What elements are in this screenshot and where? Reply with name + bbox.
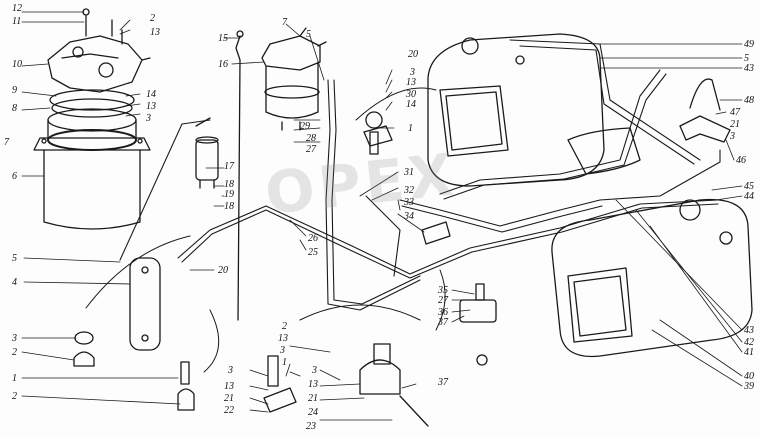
callout-7: 7 [4, 137, 9, 148]
callout-7: 7 [282, 17, 287, 28]
callout-43: 43 [744, 325, 754, 336]
callout-37: 37 [438, 377, 448, 388]
callout-42: 42 [744, 337, 754, 348]
callout-4: 4 [12, 277, 17, 288]
callout-2: 2 [12, 391, 17, 402]
callout-18: 18 [224, 201, 234, 212]
callout-3: 3 [410, 67, 415, 78]
callout-10: 10 [12, 59, 22, 70]
callout-46: 46 [736, 155, 746, 166]
callout-13: 13 [406, 77, 416, 88]
callout-23: 23 [306, 421, 316, 432]
callout-1: 1 [282, 357, 287, 368]
callout-29: 29 [300, 121, 310, 132]
callout-5: 5 [744, 53, 749, 64]
fuel-sediment-unit [261, 27, 327, 131]
callout-2: 2 [282, 321, 287, 332]
callout-3: 3 [228, 365, 233, 376]
callout-13: 13 [278, 333, 288, 344]
callout-32: 32 [404, 185, 414, 196]
callout-13: 13 [224, 381, 234, 392]
callout-31: 31 [404, 167, 414, 178]
callout-22: 22 [224, 405, 234, 416]
leader-lines [21, 11, 743, 421]
callout-26: 26 [308, 233, 318, 244]
callout-14: 14 [406, 99, 416, 110]
callout-1: 1 [12, 373, 17, 384]
callout-1: 1 [408, 123, 413, 134]
fuel-filter-assembly [33, 8, 151, 230]
bracket-clamps [73, 111, 497, 427]
callout-40: 40 [744, 371, 754, 382]
detail-callouts [85, 87, 446, 373]
callout-27: 27 [438, 295, 448, 306]
callout-3: 3 [312, 365, 317, 376]
callout-14: 14 [146, 89, 156, 100]
callout-33: 33 [404, 197, 414, 208]
callout-24: 24 [308, 407, 318, 418]
callout-43: 43 [744, 63, 754, 74]
callout-13: 13 [146, 101, 156, 112]
callout-21: 21 [308, 393, 318, 404]
fuel-fine-filter [195, 117, 219, 189]
callout-21: 21 [224, 393, 234, 404]
callout-5: 5 [12, 253, 17, 264]
callout-12: 12 [12, 3, 22, 14]
callout-2: 2 [12, 347, 17, 358]
clamp-plate [129, 257, 161, 351]
callout-49: 49 [744, 39, 754, 50]
callout-44: 44 [744, 191, 754, 202]
callout-11: 11 [12, 16, 22, 27]
callout-41: 41 [744, 347, 754, 358]
callout-21: 21 [730, 119, 740, 130]
callout-2: 2 [150, 13, 155, 24]
callout-15: 15 [218, 33, 228, 44]
callout-36: 36 [438, 307, 448, 318]
callout-28: 28 [306, 133, 316, 144]
callout-13: 13 [308, 379, 318, 390]
callout-3: 3 [730, 131, 735, 142]
callout-13: 13 [150, 27, 160, 38]
callout-9: 9 [12, 85, 17, 96]
fuel-pipes [119, 39, 721, 311]
callout-8: 8 [12, 103, 17, 114]
callout-47: 47 [730, 107, 740, 118]
callout-19: 19 [224, 189, 234, 200]
callout-16: 16 [218, 59, 228, 70]
callout-35: 35 [438, 285, 448, 296]
callout-6: 6 [12, 171, 17, 182]
callout-17: 17 [224, 161, 234, 172]
fuel-tank-lower [551, 198, 753, 358]
callout-45: 45 [744, 181, 754, 192]
callout-5: 5 [306, 29, 311, 40]
callout-39: 39 [744, 381, 754, 392]
fuel-line-a [235, 35, 241, 321]
callout-3: 3 [280, 345, 285, 356]
callout-30: 30 [406, 89, 416, 100]
callout-25: 25 [308, 247, 318, 258]
callout-20: 20 [408, 49, 418, 60]
fuel-tank-upper [427, 33, 641, 187]
callout-3: 3 [146, 113, 151, 124]
callout-37: 37 [438, 317, 448, 328]
tank-strap [679, 78, 731, 143]
callout-20: 20 [218, 265, 228, 276]
callout-34: 34 [404, 211, 414, 222]
callout-27: 27 [306, 144, 316, 155]
callout-48: 48 [744, 95, 754, 106]
callout-3: 3 [12, 333, 17, 344]
callout-18: 18 [224, 179, 234, 190]
